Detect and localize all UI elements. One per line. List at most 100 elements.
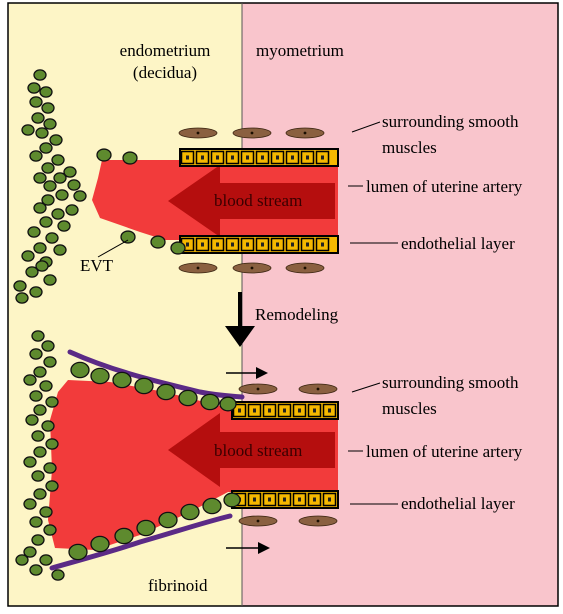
smooth-muscle-nucleus [257, 520, 260, 523]
endothelial-nucleus [291, 156, 294, 160]
trophoblast-cell [171, 242, 185, 254]
top-lumen-label: lumen of uterine artery [366, 177, 522, 196]
bottom-endothelial-layer-upper [232, 402, 338, 419]
trophoblast-cell [91, 536, 109, 551]
endothelial-nucleus [253, 498, 256, 502]
myometrium-label: myometrium [256, 41, 344, 60]
trophoblast-cell [22, 125, 34, 135]
trophoblast-cell [58, 221, 70, 231]
trophoblast-cell [44, 119, 56, 129]
trophoblast-cell [30, 151, 42, 161]
trophoblast-cell [40, 143, 52, 153]
trophoblast-cell [30, 97, 42, 107]
trophoblast-cell [30, 391, 42, 401]
trophoblast-cell [40, 507, 52, 517]
top-endothelial-layer-lower [180, 236, 338, 253]
trophoblast-cell [34, 203, 46, 213]
trophoblast-cell [46, 439, 58, 449]
trophoblast-cell [68, 180, 80, 190]
endothelial-nucleus [276, 156, 279, 160]
endothelial-nucleus [268, 409, 271, 413]
smooth-muscle-nucleus [317, 388, 320, 391]
trophoblast-cell [30, 517, 42, 527]
trophoblast-cell [30, 565, 42, 575]
trophoblast-cell [135, 378, 153, 393]
trophoblast-cell [30, 349, 42, 359]
trophoblast-cell [36, 128, 48, 138]
decidua-label: (decidua) [100, 63, 230, 82]
trophoblast-cell [52, 570, 64, 580]
trophoblast-cell [36, 261, 48, 271]
trophoblast-cell [16, 555, 28, 565]
trophoblast-cell [40, 217, 52, 227]
trophoblast-cell [151, 236, 165, 248]
trophoblast-cell [42, 103, 54, 113]
trophoblast-cell [137, 520, 155, 535]
smooth-muscle-nucleus [251, 267, 254, 270]
trophoblast-cell [32, 331, 44, 341]
trophoblast-cell [30, 287, 42, 297]
trophoblast-cell [42, 163, 54, 173]
trophoblast-cell [50, 135, 62, 145]
trophoblast-cell [32, 431, 44, 441]
endothelial-nucleus [328, 409, 331, 413]
trophoblast-cell [220, 397, 236, 411]
trophoblast-cell [44, 463, 56, 473]
trophoblast-cell [34, 447, 46, 457]
endothelial-nucleus [186, 156, 189, 160]
endothelial-nucleus [298, 498, 301, 502]
remodeling-label: Remodeling [255, 305, 338, 324]
smooth-muscle-nucleus [304, 132, 307, 135]
trophoblast-cell [46, 481, 58, 491]
endothelial-nucleus [216, 243, 219, 247]
trophoblast-cell [71, 362, 89, 377]
trophoblast-cell [44, 525, 56, 535]
trophoblast-cell [16, 293, 28, 303]
trophoblast-cell [24, 499, 36, 509]
trophoblast-cell [40, 555, 52, 565]
endothelial-nucleus [306, 243, 309, 247]
trophoblast-cell [26, 415, 38, 425]
endothelial-nucleus [313, 409, 316, 413]
trophoblast-cell [201, 394, 219, 409]
trophoblast-cell [46, 233, 58, 243]
trophoblast-cell [40, 381, 52, 391]
trophoblast-cell [44, 357, 56, 367]
top-endothelial-label: endothelial layer [401, 234, 515, 253]
endothelial-nucleus [306, 156, 309, 160]
trophoblast-cell [32, 471, 44, 481]
trophoblast-cell [179, 390, 197, 405]
trophoblast-cell [181, 504, 199, 519]
trophoblast-cell [32, 535, 44, 545]
top-smooth-muscle-label-line2: muscles [382, 138, 437, 157]
endothelial-nucleus [313, 498, 316, 502]
trophoblast-cell [224, 493, 240, 507]
bottom-smooth-muscle-label-line2: muscles [382, 399, 437, 418]
bottom-lumen-label: lumen of uterine artery [366, 442, 522, 461]
trophoblast-cell [46, 397, 58, 407]
endothelial-nucleus [291, 243, 294, 247]
endothelial-nucleus [231, 156, 234, 160]
endothelial-nucleus [201, 156, 204, 160]
trophoblast-cell [203, 498, 221, 513]
trophoblast-cell [121, 231, 135, 243]
trophoblast-cell [34, 405, 46, 415]
smooth-muscle-nucleus [197, 132, 200, 135]
trophoblast-cell [42, 341, 54, 351]
trophoblast-cell [34, 70, 46, 80]
trophoblast-cell [56, 190, 68, 200]
smooth-muscle-nucleus [251, 132, 254, 135]
smooth-muscle-nucleus [304, 267, 307, 270]
trophoblast-cell [69, 544, 87, 559]
smooth-muscle-nucleus [317, 520, 320, 523]
trophoblast-cell [66, 205, 78, 215]
trophoblast-cell [34, 243, 46, 253]
endometrium-label: endometrium [100, 41, 230, 60]
endothelial-nucleus [238, 409, 241, 413]
endothelial-nucleus [328, 498, 331, 502]
trophoblast-cell [42, 421, 54, 431]
trophoblast-cell [97, 149, 111, 161]
trophoblast-cell [28, 83, 40, 93]
trophoblast-cell [54, 245, 66, 255]
trophoblast-cell [22, 251, 34, 261]
